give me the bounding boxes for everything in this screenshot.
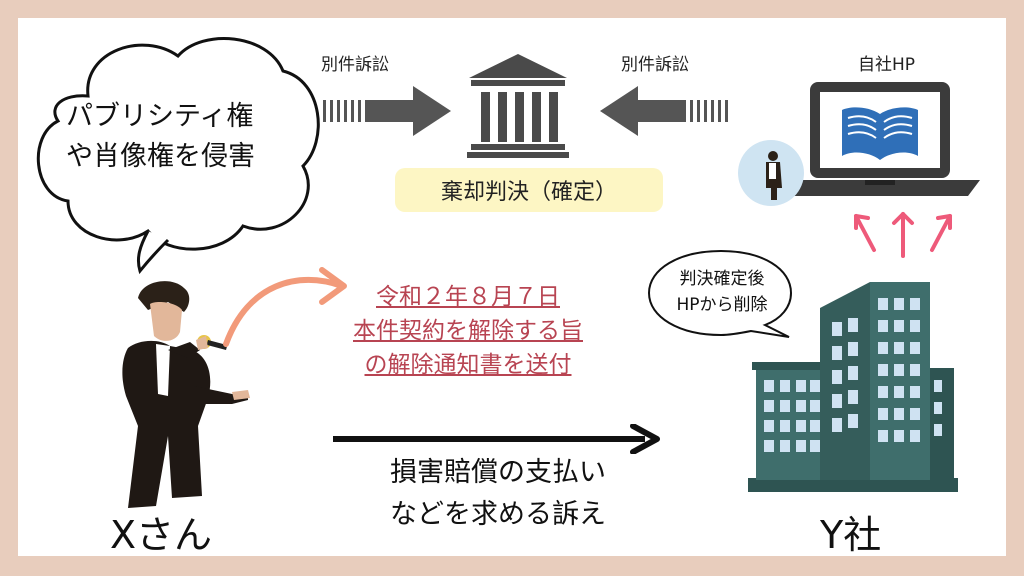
arrow-left-gray-icon bbox=[600, 86, 728, 136]
courthouse-icon bbox=[467, 54, 569, 158]
damages-claim-line1: 損害賠償の支払い bbox=[390, 457, 606, 488]
verdict-box: 棄却判決（確定） bbox=[395, 168, 663, 212]
avatar-watercolor-icon bbox=[738, 140, 804, 206]
thought-bubble-line1: パブリシティ権 bbox=[66, 101, 254, 132]
company-hp-label: 自社HP bbox=[858, 55, 916, 75]
upload-arrows-icon bbox=[854, 212, 952, 258]
thought-bubble bbox=[36, 36, 320, 275]
arrow-right-gray-icon bbox=[323, 86, 451, 136]
party-x-label: Xさん bbox=[110, 513, 213, 557]
thought-bubble-line2: や肖像権を侵害 bbox=[66, 141, 255, 172]
company-building-icon bbox=[748, 282, 958, 492]
company-speech-line1: 判決確定後 bbox=[679, 269, 765, 289]
book-icon bbox=[842, 107, 918, 160]
company-speech-line2: HPから削除 bbox=[676, 295, 768, 315]
termination-notice-line1: 令和２年８月７日 bbox=[376, 284, 560, 310]
singer-person-icon bbox=[122, 281, 250, 508]
termination-notice-line2: 本件契約を解除する旨 bbox=[353, 318, 583, 344]
curved-arrow-icon bbox=[223, 267, 347, 347]
damages-claim-line2: などを求める訴え bbox=[390, 499, 606, 530]
diagram-canvas: パブリシティ権 や肖像権を侵害 別件訴訟 別件訴訟 bbox=[18, 18, 1006, 557]
separate-lawsuit-label-right: 別件訴訟 bbox=[621, 55, 689, 75]
party-y-label: Y社 bbox=[820, 513, 882, 557]
separate-lawsuit-label-left: 別件訴訟 bbox=[321, 55, 389, 75]
arrow-right-black-icon bbox=[333, 424, 660, 454]
company-speech-bubble bbox=[647, 249, 793, 338]
termination-notice-line3: の解除通知書を送付 bbox=[364, 352, 572, 378]
